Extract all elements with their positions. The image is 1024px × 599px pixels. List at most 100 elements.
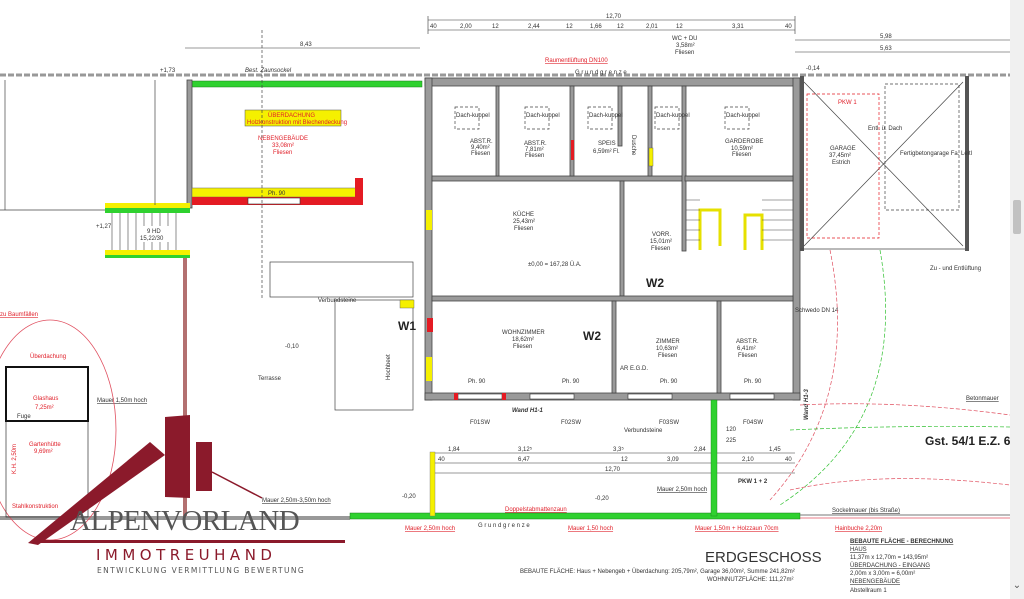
room-name: ABST.R. bbox=[524, 141, 547, 147]
dim: 2,10 bbox=[742, 457, 754, 463]
betonmauer-label: Betonmauer bbox=[966, 396, 999, 402]
top-dimensions: 12,70 40 2,00 12 2,44 12 1,66 12 2,01 12… bbox=[185, 14, 1010, 53]
room-floor: Estrich bbox=[832, 160, 850, 166]
room-name: WC + DU bbox=[672, 36, 698, 42]
dim: 40 bbox=[430, 24, 437, 30]
room-floor: Fliesen bbox=[732, 152, 751, 158]
w2-label: W2 bbox=[583, 329, 601, 343]
stairs-label: 9 HD bbox=[147, 229, 161, 235]
kote: -0,20 bbox=[402, 494, 416, 500]
ph90-label: Ph. 90 bbox=[562, 379, 580, 385]
window-id: F01SW bbox=[470, 420, 490, 426]
room-area: 18,62m² bbox=[512, 337, 534, 343]
logo-name: ALPENVORLAND bbox=[70, 505, 300, 537]
dim-garage-inner: 5,63 bbox=[880, 46, 892, 52]
mauer-label: Mauer 2,50m hoch bbox=[657, 487, 707, 493]
calc-ueberdachung-label: ÜBERDACHUNG - EINGANG bbox=[850, 562, 930, 569]
entlueftung-label: Zu - und Entlüftung bbox=[930, 266, 981, 272]
room-floor: Fliesen bbox=[273, 150, 292, 156]
room-name: WOHNZIMMER bbox=[502, 330, 545, 336]
garage: PKW 1 GARAGE 37,45m² Estrich Entl. ü. Da… bbox=[769, 66, 1010, 506]
dim-top-total: 12,70 bbox=[606, 14, 622, 20]
dim: 40 bbox=[785, 24, 792, 30]
dim-bottom-total: 12,70 bbox=[605, 467, 621, 473]
parcel-label: Gst. 54/1 E.Z. 62 bbox=[925, 434, 1010, 448]
room-abst-2: ABST.R. 7,81m² Fliesen bbox=[524, 141, 547, 159]
ueberdachung-box-sub: Holzkonstruktion mit Blechendeckung bbox=[247, 120, 347, 126]
w2-label: W2 bbox=[646, 276, 664, 290]
w1-label: W1 bbox=[398, 319, 416, 333]
kote: -0,20 bbox=[595, 496, 609, 502]
verbundsteine-label: Verbundsteine bbox=[318, 298, 357, 304]
title-block: ERDGESCHOSS BEBAUTE FLÄCHE: Haus + Neben… bbox=[520, 538, 954, 594]
dim: 12 bbox=[566, 24, 573, 30]
dim: 3,09 bbox=[667, 457, 679, 463]
terrasse-label: Terrasse bbox=[258, 376, 282, 382]
scroll-down-chevron-icon[interactable]: ⌄ bbox=[1012, 580, 1022, 591]
ph90-label: Ph. 90 bbox=[268, 191, 286, 197]
bottom-boundary: G r u n d g r e n z e Doppelstabmattenza… bbox=[0, 399, 1010, 532]
kh-label: K.H. 2,50m bbox=[12, 444, 18, 474]
ueberdachung-label: Überdachung bbox=[30, 353, 66, 360]
dim: 1,66 bbox=[590, 24, 602, 30]
room-speis: SPEIS 6,59m² Fl. bbox=[593, 141, 620, 155]
vertical-scrollbar[interactable]: ⌄ bbox=[1010, 0, 1024, 599]
room-floor: Fliesen bbox=[471, 151, 490, 157]
room-area: 3,58m² bbox=[676, 43, 695, 49]
dim: 1,84 bbox=[448, 447, 460, 453]
dim: 2,44 bbox=[528, 24, 540, 30]
summary-line-2: WOHNNUTZFLÄCHE: 111,27m² bbox=[707, 576, 793, 583]
dachkuppel-label: Dach-kuppel bbox=[726, 113, 760, 119]
calc-ueberdachung-value: 2,00m x 3,00m = 6,00m² bbox=[850, 571, 915, 577]
level-label: ±0,00 = 167,28 Ü.A. bbox=[528, 261, 582, 268]
room-abst-3: ABST.R. 6,41m² Fliesen bbox=[736, 339, 759, 359]
room-name: GARAGE bbox=[830, 146, 856, 152]
dim: 6,47 bbox=[518, 457, 530, 463]
grundgrenze-label-top: G r u n d g r e n z e bbox=[575, 70, 627, 76]
mauer-label: Mauer 2,50m-3,50m hoch bbox=[262, 498, 331, 504]
kote: +1,73 bbox=[160, 68, 176, 74]
room-floor: Fliesen bbox=[658, 353, 677, 359]
dachkuppel-label: Dach-kuppel bbox=[589, 113, 623, 119]
entl-label: Entl. ü. Dach bbox=[868, 126, 902, 132]
window-id: F04SW bbox=[743, 420, 763, 426]
room-wc: WC + DU 3,58m² Fliesen bbox=[672, 36, 698, 56]
room-area: 15,01m² bbox=[650, 239, 672, 245]
dim: 12 bbox=[621, 457, 628, 463]
room-floor: Fl. bbox=[613, 149, 620, 155]
room-area: 10,59m² bbox=[731, 146, 753, 152]
room-zimmer: ZIMMER 10,63m² Fliesen bbox=[656, 339, 680, 359]
room-area: 25,43m² bbox=[513, 219, 535, 225]
room-vorraum: VORR. 15,01m² Fliesen bbox=[650, 232, 672, 252]
hainbuche-label: Hainbuche 2,20m bbox=[835, 526, 882, 532]
dim: 12 bbox=[676, 24, 683, 30]
dim: 2,84 bbox=[694, 447, 706, 453]
room-name: GARDEROBE bbox=[725, 139, 763, 145]
room-name: KÜCHE bbox=[513, 211, 534, 218]
room-area: 7,81m² bbox=[525, 147, 544, 153]
wand-h1-label: Wand H1-1 bbox=[512, 408, 544, 414]
room-area: 10,63m² bbox=[656, 346, 678, 352]
room-name: ZIMMER bbox=[656, 339, 680, 345]
window-id: F02SW bbox=[561, 420, 581, 426]
dim: 120 bbox=[726, 427, 737, 433]
mauer-150-left: Mauer 1,50m hoch bbox=[97, 398, 147, 404]
room-area: 37,45m² bbox=[829, 153, 851, 159]
dim-nebengebaeude: 8,43 bbox=[300, 42, 312, 48]
room-garderobe: GARDEROBE 10,59m² Fliesen bbox=[725, 139, 763, 158]
pkw-label: PKW 1 bbox=[838, 100, 857, 106]
dim: 2,01 bbox=[646, 24, 658, 30]
scrollbar-thumb[interactable] bbox=[1013, 200, 1021, 234]
room-name: VORR. bbox=[652, 232, 671, 238]
dim: 2,00 bbox=[460, 24, 472, 30]
room-floor: Fliesen bbox=[513, 344, 532, 350]
room-floor: Fliesen bbox=[651, 246, 670, 252]
hochbeet-label: Hochbeet bbox=[386, 354, 392, 380]
summary-line-1: BEBAUTE FLÄCHE: Haus + Nebengeb + Überda… bbox=[520, 568, 795, 575]
fertiggarage-label: Fertigbetongarage Fa. Leitl bbox=[900, 151, 972, 157]
grundgrenze-label-bottom: G r u n d g r e n z e bbox=[478, 523, 530, 529]
fuge-label: Fuge bbox=[17, 414, 31, 420]
window-id: F03SW bbox=[659, 420, 679, 426]
dim: 1,45 bbox=[769, 447, 781, 453]
calc-haus-value: 11,37m x 12,70m = 143,95m² bbox=[850, 555, 928, 561]
